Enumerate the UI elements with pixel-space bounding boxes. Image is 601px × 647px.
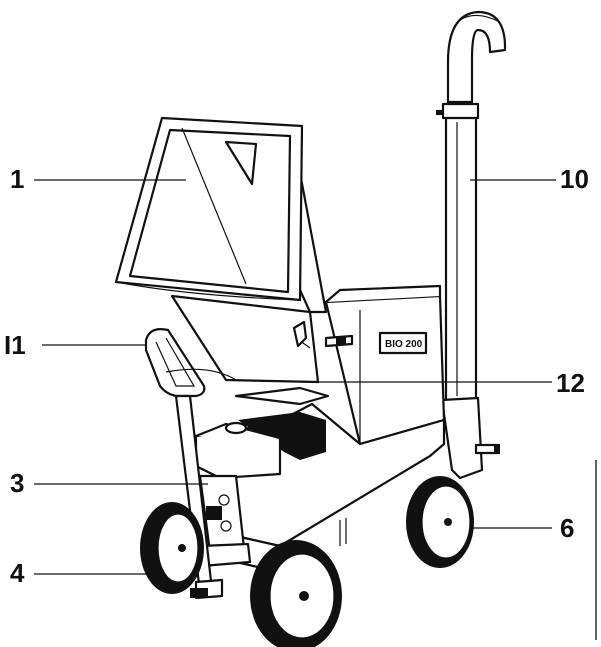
callout-4: 4: [10, 558, 25, 588]
callout-11: I1: [4, 330, 26, 360]
callout-3: 3: [10, 468, 24, 498]
front-right-wheel: [250, 540, 342, 647]
discharge-chute: [436, 10, 507, 480]
nameplate-text: BIO 200: [385, 339, 423, 350]
nameplate: [378, 331, 428, 355]
callout-6: 6: [560, 513, 574, 543]
feed-hopper: [114, 116, 328, 384]
rear-right-wheel: [406, 476, 474, 568]
callout-12: 12: [556, 368, 585, 398]
callout-labels: 1 10 I1 12 3 6 4: [4, 164, 589, 588]
front-left-wheel: [140, 502, 204, 594]
callout-1: 1: [10, 164, 24, 194]
motor-housing: BIO 200: [324, 284, 446, 446]
callout-10: 10: [560, 164, 589, 194]
leader-lines: [34, 179, 556, 575]
engine: [194, 386, 330, 568]
